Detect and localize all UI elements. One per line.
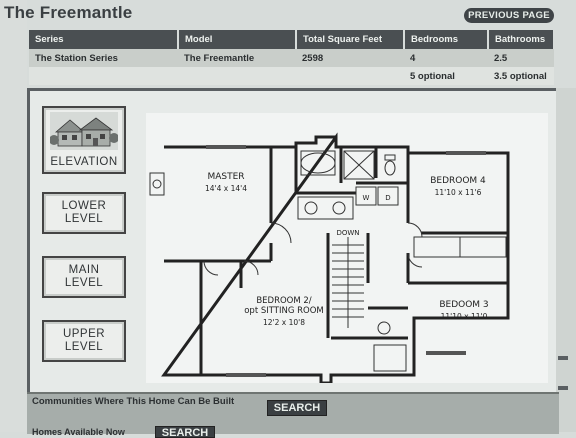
series-cell	[29, 67, 178, 85]
bedroom4-size: 11'10 x 11'6	[435, 188, 482, 197]
bathrooms-optional-cell: 3.5 optional	[488, 67, 554, 85]
scroll-marker	[558, 356, 568, 360]
communities-search-button[interactable]: SEARCH	[267, 400, 327, 416]
main-level-line2: LEVEL	[64, 277, 104, 289]
dryer-label: D	[385, 194, 390, 202]
bedroom3-name: BEDOOM 3	[439, 300, 488, 310]
upper-level-line2: LEVEL	[64, 341, 104, 353]
bedroom2-name: BEDROOM 2/	[256, 296, 311, 306]
homes-search-button[interactable]: SEARCH	[155, 426, 215, 438]
bedrooms-optional-cell: 5 optional	[404, 67, 488, 85]
page-title: The Freemantle	[4, 3, 133, 22]
right-margin	[556, 88, 576, 432]
table-row: The Station Series The Freemantle 2598 4…	[29, 49, 554, 67]
column-header: Bathrooms	[488, 30, 555, 49]
table-row: 5 optional 3.5 optional	[29, 67, 554, 85]
floorplan-panel: ELEVATION LOWER LEVEL MAIN LEVEL UPPER L…	[27, 88, 559, 398]
left-margin	[0, 0, 27, 432]
table-header-row: Series Model Total Square Feet Bedrooms …	[29, 30, 555, 49]
lower-level-button[interactable]: LOWER LEVEL	[42, 192, 126, 234]
bedroom2-size: 12'2 x 10'8	[263, 318, 305, 327]
main-level-button[interactable]: MAIN LEVEL	[42, 256, 126, 298]
column-header: Bedrooms	[404, 30, 489, 49]
sqft-cell	[296, 67, 404, 85]
scroll-marker	[558, 386, 568, 390]
master-room-size: 14'4 x 14'4	[205, 184, 247, 193]
elevation-label: ELEVATION	[50, 156, 118, 168]
main-level-label: MAIN LEVEL	[65, 264, 103, 290]
model-cell: The Freemantle	[178, 49, 296, 67]
house-elevation-thumbnail	[50, 112, 118, 150]
elevation-button[interactable]: ELEVATION	[42, 106, 126, 174]
bedroom2-sub: opt SITTING ROOM	[244, 306, 324, 316]
bedrooms-cell: 4	[404, 49, 488, 67]
upper-level-floorplan: MASTER 14'4 x 14'4 BEDROOM 4 11'10 x 11'…	[146, 113, 548, 383]
upper-level-button[interactable]: UPPER LEVEL	[42, 320, 126, 362]
communities-text: Communities Where This Home Can Be Built	[32, 396, 235, 407]
stairs-down-label: DOWN	[336, 229, 359, 237]
main-level-line1: MAIN	[68, 264, 100, 276]
lower-level-label: LOWER LEVEL	[62, 200, 107, 226]
bathrooms-cell: 2.5	[488, 49, 554, 67]
bedroom3-size: 11'10 x 11'0	[441, 312, 488, 321]
previous-page-button[interactable]: PREVIOUS PAGE	[464, 8, 554, 23]
bedroom4-name: BEDROOM 4	[430, 176, 486, 186]
community-bar: Communities Where This Home Can Be Built…	[27, 392, 559, 438]
specs-table: Series Model Total Square Feet Bedrooms …	[29, 30, 555, 85]
sqft-cell: 2598	[296, 49, 404, 67]
column-header: Total Square Feet	[296, 30, 405, 49]
master-room-name: MASTER	[207, 172, 244, 182]
series-cell: The Station Series	[29, 49, 178, 67]
lower-level-line1: LOWER	[61, 200, 107, 212]
column-header: Model	[178, 30, 297, 49]
lower-level-line2: LEVEL	[64, 213, 104, 225]
model-cell	[178, 67, 296, 85]
column-header: Series	[29, 30, 179, 49]
upper-level-label: UPPER LEVEL	[63, 328, 105, 354]
homes-available-text: Homes Available Now	[32, 427, 125, 437]
upper-level-line1: UPPER	[62, 328, 106, 340]
washer-label: W	[363, 194, 370, 202]
